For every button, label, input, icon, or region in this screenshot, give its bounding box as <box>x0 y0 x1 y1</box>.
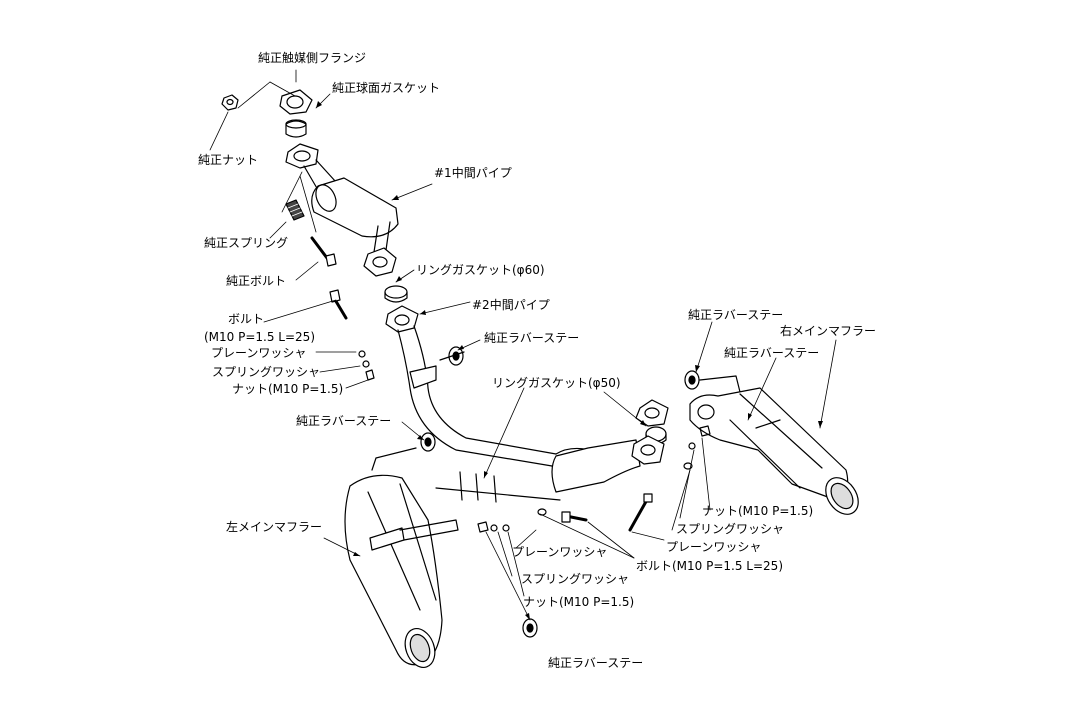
right-main-muffler <box>689 387 859 515</box>
oem-nut <box>221 94 239 111</box>
label-plain-washer-right: プレーンワッシャ <box>666 540 762 554</box>
leader-lines <box>209 93 837 621</box>
label-oem-rubber-stay-bottom: 純正ラバーステー <box>548 656 644 670</box>
label-nut-right: ナット(M10 P=1.5) <box>702 504 814 518</box>
hardware-upper <box>358 350 375 381</box>
bolt-upper <box>329 289 348 320</box>
hardware-right <box>628 425 711 532</box>
label-right-main-muffler: 右メインマフラー <box>780 324 877 338</box>
rubber-stay-top-right <box>684 370 741 393</box>
oem-cat-flange <box>279 89 313 115</box>
label-mid-pipe-1: #1中間パイプ <box>434 166 512 180</box>
label-bolt-lower: ボルト(M10 P=1.5 L=25) <box>636 559 784 573</box>
label-oem-rubber-stay-right: 純正ラバーステー <box>724 346 820 360</box>
label-mid-pipe-2: #2中間パイプ <box>472 298 550 312</box>
label-oem-cat-flange: 純正触媒側フランジ <box>258 51 367 65</box>
label-nut-lower: ナット(M10 P=1.5) <box>523 595 635 609</box>
label-plain-washer-lower: プレーンワッシャ <box>512 545 608 559</box>
rubber-stay-bottom <box>522 618 538 638</box>
label-oem-spherical-gasket: 純正球面ガスケット <box>332 81 441 95</box>
mid-pipe-2 <box>385 305 641 503</box>
oem-spherical-gasket <box>285 119 307 138</box>
label-plain-washer-upper: プレーンワッシャ <box>211 346 307 360</box>
ring-gasket-60 <box>384 285 408 303</box>
mid-pipe-1 <box>285 143 399 277</box>
rubber-stay-left <box>371 432 436 471</box>
label-ring-gasket-50: リングガスケット(φ50) <box>492 376 621 390</box>
label-bolt-left-line1: ボルト <box>228 312 265 326</box>
arrow-heads <box>316 101 823 620</box>
label-left-main-muffler: 左メインマフラー <box>226 520 323 534</box>
label-bolt-left-line2: (M10 P=1.5 L=25) <box>204 330 315 344</box>
oem-bolt <box>310 236 337 267</box>
label-ring-gasket-60: リングガスケット(φ60) <box>416 263 545 277</box>
label-oem-rubber-stay-left: 純正ラバーステー <box>296 414 392 428</box>
label-oem-rubber-stay-mid: 純正ラバーステー <box>484 331 580 345</box>
flange-right <box>631 399 669 465</box>
label-oem-rubber-stay-top-right: 純正ラバーステー <box>688 308 784 322</box>
hardware-lower <box>477 508 588 533</box>
label-oem-spring: 純正スプリング <box>204 236 289 250</box>
label-nut-upper: ナット(M10 P=1.5) <box>232 382 344 396</box>
label-spring-washer-lower: スプリングワッシャ <box>521 572 630 586</box>
label-oem-nut: 純正ナット <box>198 153 259 167</box>
left-main-muffler <box>344 474 459 668</box>
oem-spring <box>285 199 305 221</box>
label-spring-washer-right: スプリングワッシャ <box>676 522 785 536</box>
label-oem-bolt: 純正ボルト <box>226 274 287 288</box>
rubber-stay-mid <box>439 346 465 366</box>
label-spring-washer-upper: スプリングワッシャ <box>212 365 321 379</box>
